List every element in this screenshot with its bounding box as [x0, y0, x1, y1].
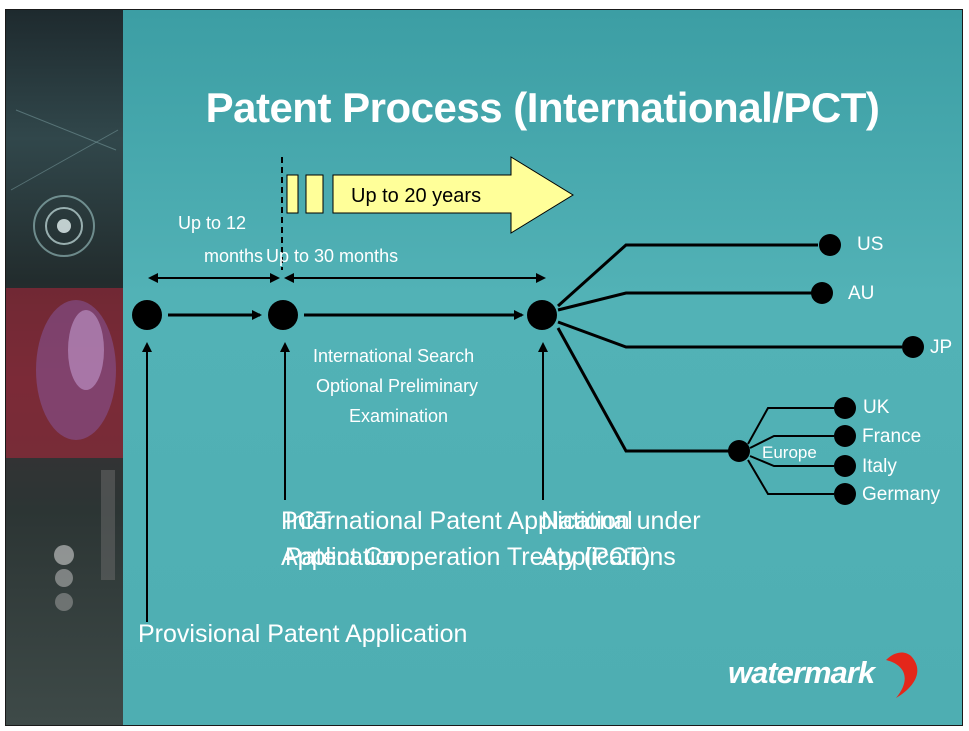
national-line1: National — [541, 507, 633, 535]
europe-node — [728, 440, 750, 462]
branch-italy — [749, 455, 834, 467]
slide-title: Patent Process (International/PCT) — [205, 84, 880, 131]
uk-node — [834, 397, 856, 419]
us-node — [819, 234, 841, 256]
country-france: France — [862, 426, 922, 447]
italy-node — [834, 455, 856, 477]
provisional-node — [132, 300, 162, 330]
international-app-line2: Patent Cooperation Treaty (PCT) — [285, 543, 651, 571]
france-node — [834, 425, 856, 447]
europe-label: Europe — [762, 443, 817, 462]
country-us: US — [857, 234, 884, 255]
country-uk: UK — [863, 397, 890, 418]
search-line3: Examination — [349, 406, 449, 426]
slide: Patent Process (International/PCT) — [5, 9, 963, 726]
watermark-logo: watermark — [728, 655, 875, 690]
timeline-bar-small-2 — [305, 174, 324, 214]
branch-uk — [747, 407, 834, 445]
germany-node — [834, 483, 856, 505]
search-line2: Optional Preliminary — [316, 376, 479, 396]
country-italy: Italy — [862, 456, 897, 477]
pct-application-line2: Application — [281, 543, 404, 571]
branch-europe — [556, 327, 730, 453]
decorative-image-strip — [6, 10, 123, 725]
up-to-12-months-line2: months — [204, 246, 264, 266]
country-germany: Germany — [862, 484, 941, 505]
provisional-label: Provisional Patent Application — [138, 620, 468, 648]
up-to-30-months-label: Up to 30 months — [266, 246, 399, 266]
up-to-20-years-arrow — [332, 156, 574, 234]
search-line1: International Search — [313, 346, 475, 366]
timeline-bar-small-1 — [286, 174, 299, 214]
pct-application-line1: PCT — [281, 507, 331, 535]
branch-us — [556, 243, 818, 308]
logo-swoosh-icon — [886, 652, 918, 698]
branch-au — [557, 291, 812, 312]
branch-jp — [557, 320, 902, 349]
international-app-line1: International Patent Application under — [285, 507, 701, 535]
national-node — [527, 300, 557, 330]
decorative-collage — [6, 109, 123, 611]
up-to-12-months-line1: Up to 12 — [178, 213, 247, 233]
patent-process-diagram — [132, 156, 924, 698]
national-line2: Applications — [541, 543, 676, 571]
branch-france — [749, 435, 834, 449]
up-to-20-years-label: Up to 20 years — [351, 185, 482, 207]
jp-node — [902, 336, 924, 358]
country-jp: JP — [930, 337, 953, 358]
country-au: AU — [848, 283, 875, 304]
branch-germany — [747, 459, 834, 495]
au-node — [811, 282, 833, 304]
pct-node — [268, 300, 298, 330]
